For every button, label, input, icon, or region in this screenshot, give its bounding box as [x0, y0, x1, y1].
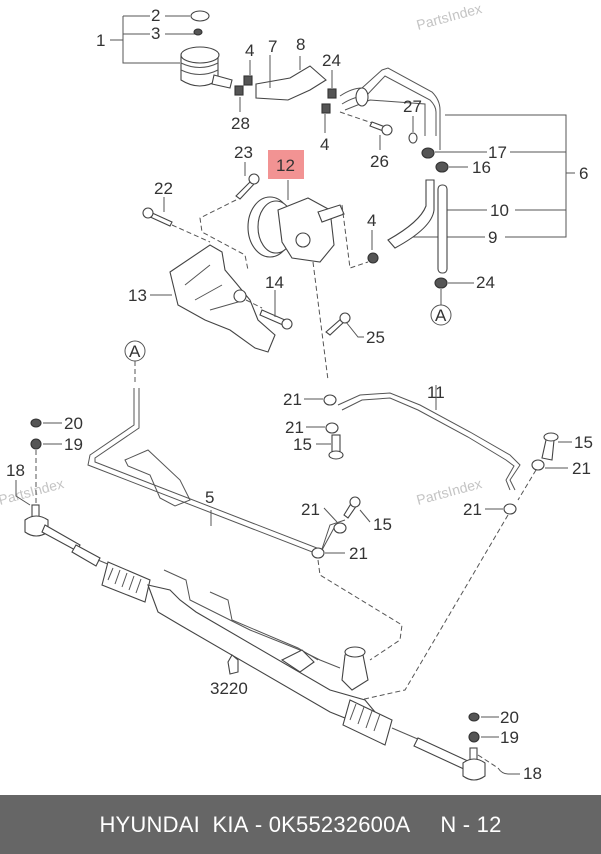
- callout-21[interactable]: 21: [285, 418, 304, 437]
- washer-part[interactable]: [531, 459, 545, 471]
- callout-4[interactable]: 4: [245, 41, 254, 60]
- highlight-box: [268, 150, 304, 179]
- footer-separator: -: [248, 811, 269, 837]
- callout-15[interactable]: 15: [373, 515, 392, 534]
- callout-19[interactable]: 19: [500, 728, 519, 747]
- callout-22[interactable]: 22: [154, 179, 173, 198]
- callout-27[interactable]: 27: [403, 97, 422, 116]
- watermark: PartsIndex: [0, 475, 65, 508]
- clamp-part[interactable]: [434, 277, 448, 289]
- callout-3220[interactable]: 3220: [210, 679, 248, 698]
- reference-a[interactable]: A: [435, 306, 447, 325]
- callout-16[interactable]: 16: [472, 158, 491, 177]
- callout-17[interactable]: 17: [488, 143, 507, 162]
- bolt-part[interactable]: [541, 439, 555, 461]
- clamp-part[interactable]: [421, 147, 435, 159]
- callout-18[interactable]: 18: [6, 461, 25, 480]
- bracket-part[interactable]: [169, 244, 276, 353]
- callout-13[interactable]: 13: [128, 286, 147, 305]
- hose-part[interactable]: [437, 184, 448, 274]
- callout-28[interactable]: 28: [231, 114, 250, 133]
- callout-6[interactable]: 6: [579, 164, 588, 183]
- callout-12[interactable]: 12: [276, 156, 295, 175]
- bolt-part[interactable]: [259, 309, 286, 326]
- steering-rack-part[interactable]: [71, 544, 471, 771]
- reference-a[interactable]: A: [129, 342, 141, 361]
- callout-20[interactable]: 20: [500, 708, 519, 727]
- callout-18[interactable]: 18: [523, 764, 542, 783]
- callout-21[interactable]: 21: [283, 390, 302, 409]
- callout-21[interactable]: 21: [572, 459, 591, 478]
- clamp-part[interactable]: [327, 88, 337, 99]
- footer-brand: HYUNDAI KIA: [99, 811, 249, 837]
- reservoir-cap-part[interactable]: [190, 10, 210, 22]
- washer-part[interactable]: [408, 132, 418, 144]
- clamp-part[interactable]: [243, 75, 253, 86]
- footer-part-number: 0K55232600A: [268, 811, 411, 837]
- power-steering-pump-part[interactable]: [247, 196, 345, 263]
- hose-part[interactable]: [255, 65, 327, 101]
- callout-24[interactable]: 24: [322, 51, 341, 70]
- parts-diagram: PartsIndex PartsIndex PartsIndex 1 2 3 4…: [0, 0, 593, 783]
- callout-14[interactable]: 14: [265, 273, 284, 292]
- return-pipe-part[interactable]: [337, 392, 521, 491]
- callout-21[interactable]: 21: [301, 500, 320, 519]
- callout-23[interactable]: 23: [234, 143, 253, 162]
- callout-1[interactable]: 1: [96, 31, 105, 50]
- callout-2[interactable]: 2: [151, 6, 160, 25]
- callout-11[interactable]: 11: [427, 383, 445, 402]
- nut-part[interactable]: [30, 438, 42, 450]
- callout-5[interactable]: 5: [205, 488, 214, 507]
- clamp-part[interactable]: [234, 85, 244, 96]
- pressure-pipe-part[interactable]: [87, 388, 346, 556]
- pipe-part[interactable]: [339, 67, 441, 150]
- clamp-part[interactable]: [367, 252, 379, 264]
- callout-19[interactable]: 19: [64, 435, 83, 454]
- callout-7[interactable]: 7: [268, 37, 277, 56]
- callout-15[interactable]: 15: [574, 433, 593, 452]
- clamp-part[interactable]: [435, 161, 449, 173]
- callout-4[interactable]: 4: [320, 135, 329, 154]
- callout-8[interactable]: 8: [296, 35, 305, 54]
- reservoir-group: [110, 10, 233, 89]
- washer-part[interactable]: [311, 547, 325, 559]
- washer-part[interactable]: [323, 394, 337, 406]
- callout-15[interactable]: 15: [293, 435, 312, 454]
- callout-10[interactable]: 10: [490, 201, 509, 220]
- callout-25[interactable]: 25: [366, 328, 385, 347]
- footer-position: N - 12: [440, 811, 502, 837]
- hand-icon: [227, 654, 239, 675]
- callout-4[interactable]: 4: [367, 211, 376, 230]
- clamp-part[interactable]: [321, 103, 331, 114]
- tie-rod-end-part[interactable]: [24, 504, 81, 552]
- hose-part[interactable]: [387, 179, 435, 249]
- watermark: PartsIndex: [415, 0, 484, 33]
- nut-part[interactable]: [30, 418, 42, 428]
- washer-part[interactable]: [325, 422, 339, 434]
- callout-21[interactable]: 21: [463, 500, 482, 519]
- callout-26[interactable]: 26: [370, 152, 389, 171]
- tie-rod-end-part[interactable]: [462, 747, 486, 781]
- callout-9[interactable]: 9: [488, 228, 497, 247]
- reference-circle-a: [430, 304, 452, 326]
- filter-part[interactable]: [193, 28, 203, 36]
- callout-21[interactable]: 21: [349, 544, 368, 563]
- footer-bar: HYUNDAI KIA - 0K55232600A N - 12: [0, 795, 601, 854]
- callout-24[interactable]: 24: [476, 273, 495, 292]
- washer-part[interactable]: [503, 503, 517, 515]
- nut-part[interactable]: [468, 731, 480, 743]
- callout-3[interactable]: 3: [151, 24, 160, 43]
- callout-20[interactable]: 20: [64, 414, 83, 433]
- washer-part[interactable]: [333, 522, 347, 534]
- nut-part[interactable]: [468, 712, 480, 722]
